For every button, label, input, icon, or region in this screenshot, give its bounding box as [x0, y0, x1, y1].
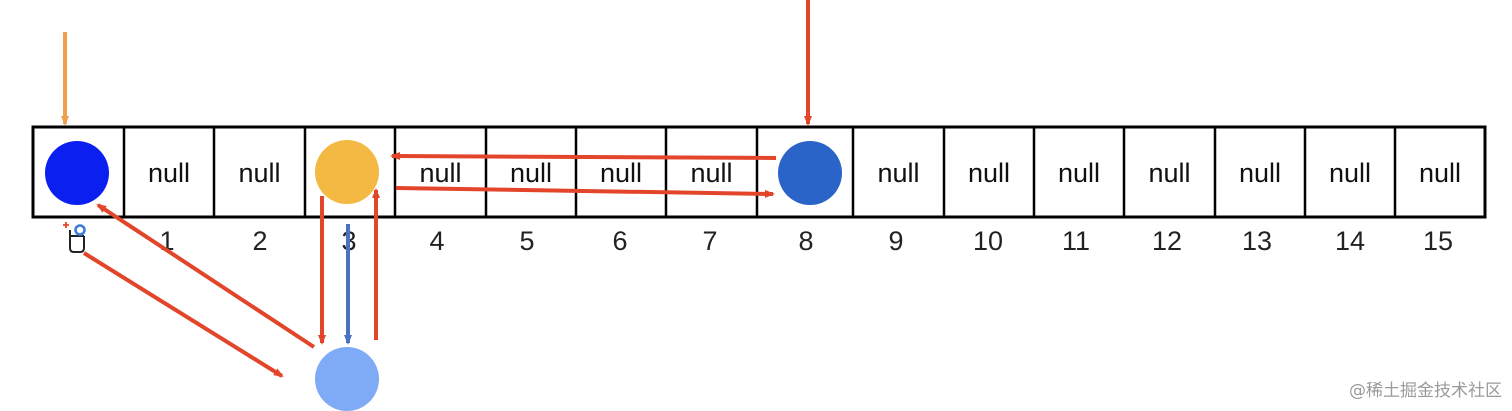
cursor-icon: [63, 222, 86, 253]
index-label-5: 5: [519, 226, 534, 256]
index-label-8: 8: [798, 226, 813, 256]
index-label-6: 6: [612, 226, 627, 256]
arrow-slot8-to-slot3: [390, 152, 777, 161]
index-label-11: 11: [1062, 226, 1090, 256]
cell-value-1: null: [148, 158, 190, 188]
index-label-10: 10: [973, 226, 1003, 256]
cell-value-12: null: [1148, 158, 1190, 188]
arrow-slot0-to-below: [82, 251, 284, 378]
arrow-slot3-to-slot8: [395, 186, 775, 198]
arrow-below-to-slot0: [96, 203, 316, 349]
index-label-13: 13: [1242, 226, 1272, 256]
cell-value-10: null: [968, 158, 1010, 188]
node-below-slot-3: [315, 347, 379, 411]
cell-value-7: null: [690, 158, 732, 188]
cell-value-11: null: [1058, 158, 1100, 188]
arrows: [61, 0, 812, 378]
index-label-4: 4: [429, 226, 444, 256]
cell-value-2: null: [238, 158, 280, 188]
node-in-slot-slot-0: [45, 141, 109, 205]
index-label-15: 15: [1423, 226, 1453, 256]
cell-value-15: null: [1419, 158, 1461, 188]
node-in-slot-slot-3: [315, 140, 379, 204]
array-frame: [31, 125, 1487, 219]
index-label-7: 7: [702, 226, 717, 256]
index-label-12: 12: [1152, 226, 1182, 256]
array-cells: null null null null null null null null null null…: [31, 125, 1487, 219]
watermark: @稀土掘金技术社区: [1349, 381, 1502, 401]
cell-value-13: null: [1239, 158, 1281, 188]
index-label-2: 2: [252, 226, 267, 256]
cell-value-4: null: [419, 158, 461, 188]
index-label-9: 9: [888, 226, 903, 256]
cell-value-6: null: [600, 158, 642, 188]
cell-value-9: null: [877, 158, 919, 188]
index-label-14: 14: [1335, 226, 1365, 256]
node-in-slot-slot-8: [778, 141, 842, 205]
nodes: [45, 140, 842, 411]
cell-value-14: null: [1329, 158, 1371, 188]
cell-value-5: null: [510, 158, 552, 188]
